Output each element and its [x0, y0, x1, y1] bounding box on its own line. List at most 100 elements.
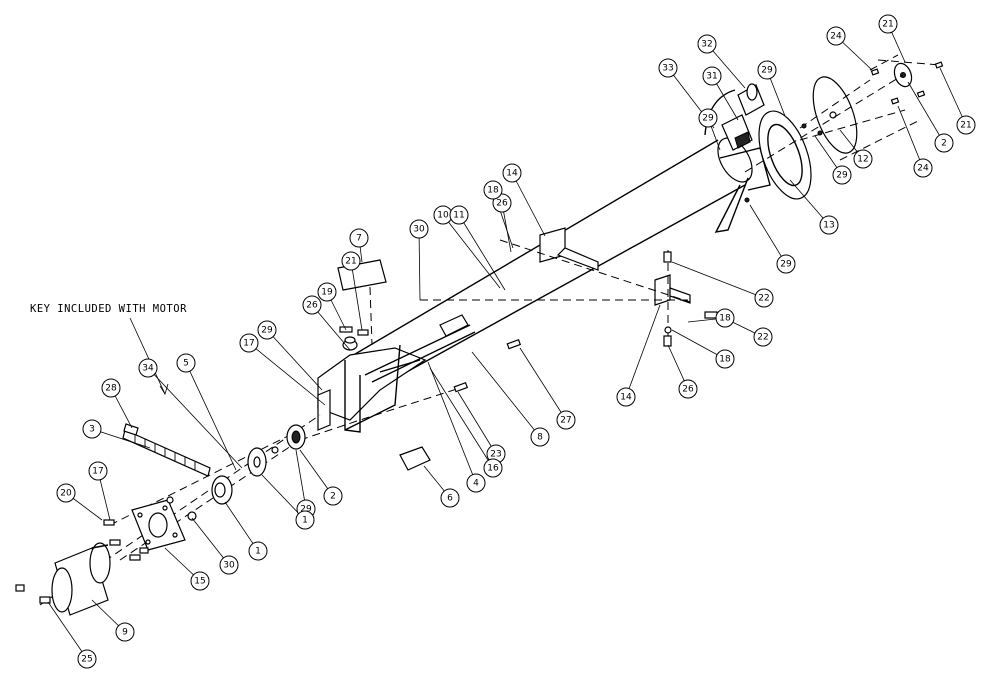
callout-balloon — [82, 419, 102, 439]
callout-leader — [519, 347, 567, 421]
callout-balloon — [317, 282, 337, 302]
callout-balloon — [115, 622, 135, 642]
callout-balloon — [302, 295, 322, 315]
gear-motor-top — [704, 83, 765, 151]
callout-leader — [897, 105, 924, 169]
callout-balloon — [853, 149, 873, 169]
callout-balloon — [295, 510, 315, 530]
auger-tube — [344, 137, 771, 396]
callout-number: 15 — [194, 577, 205, 587]
end-plate — [812, 76, 858, 154]
spring-clip — [339, 326, 369, 351]
callout-number: 3 — [89, 425, 95, 435]
callout-number: 27 — [560, 416, 571, 426]
callout-number: 1 — [302, 516, 308, 526]
callout-number: 26 — [306, 301, 318, 311]
callout-balloon — [715, 349, 735, 369]
callout-balloon — [754, 288, 774, 308]
callout-number: 14 — [506, 169, 518, 179]
callout-leader — [185, 362, 237, 471]
motor-mount-plate — [131, 499, 186, 551]
callout-number: 24 — [830, 32, 842, 42]
callout-balloon — [449, 205, 469, 225]
callout-number: 30 — [413, 225, 425, 235]
callout-number: 6 — [447, 494, 453, 504]
callout-balloon — [219, 555, 239, 575]
callout-balloon — [702, 66, 722, 86]
callout-balloon — [466, 473, 486, 493]
callout-leader — [266, 329, 323, 391]
callout-number: 19 — [321, 288, 333, 298]
callout-balloon — [101, 378, 121, 398]
callout-balloon — [248, 541, 268, 561]
callout-leader — [907, 81, 945, 144]
callout-balloon — [239, 333, 259, 353]
hopper-shield — [399, 446, 431, 471]
callout-balloon — [697, 34, 717, 54]
callout-balloon — [483, 458, 503, 478]
callout-leader — [427, 361, 477, 484]
callout-number: 26 — [682, 385, 694, 395]
callout-number: 10 — [437, 211, 449, 221]
callout-balloon — [138, 358, 158, 378]
callout-balloon — [530, 427, 550, 447]
callout-number: 32 — [701, 40, 712, 50]
callout-balloon — [341, 251, 361, 271]
callout-balloon — [616, 387, 636, 407]
callout-balloon — [349, 228, 369, 248]
callout-balloon — [88, 461, 108, 481]
callout-balloon — [483, 180, 503, 200]
callout-balloon — [698, 108, 718, 128]
callout-number: 2 — [941, 139, 947, 149]
callout-balloon — [56, 483, 76, 503]
callout-leader — [429, 367, 494, 469]
callout-leader — [625, 304, 661, 398]
support-bracket-lower — [654, 250, 718, 347]
callout-balloon — [440, 488, 460, 508]
callout-leader — [295, 449, 307, 510]
callout-balloon — [323, 486, 343, 506]
callout-balloon — [956, 115, 976, 135]
callout-leader — [671, 329, 726, 360]
callout-number: 28 — [105, 384, 117, 394]
callout-number: 29 — [761, 66, 773, 76]
callout-leader — [191, 517, 230, 566]
callout-balloon — [776, 254, 796, 274]
callout-leader — [91, 428, 151, 449]
callout-number: 18 — [487, 186, 499, 196]
callout-leader — [248, 342, 326, 406]
driven-sprocket — [247, 447, 267, 477]
callout-balloon — [409, 219, 429, 239]
callout-balloon — [878, 14, 898, 34]
drive-motor — [51, 542, 111, 616]
callout-balloon — [715, 308, 735, 328]
callout-number: 5 — [183, 359, 189, 369]
callout-number: 17 — [92, 467, 103, 477]
callout-number: 25 — [81, 655, 92, 665]
support-bracket-top — [539, 227, 599, 271]
callout-number: 29 — [702, 114, 714, 124]
callout-number: 34 — [142, 364, 154, 374]
callout-number: 29 — [300, 505, 312, 515]
callout-number: 29 — [261, 326, 273, 336]
callout-balloon — [934, 133, 954, 153]
callout-number: 21 — [345, 257, 356, 267]
roller-chain — [122, 423, 211, 477]
intake-hopper — [317, 344, 427, 433]
callout-leader — [706, 43, 746, 89]
callout-number: 24 — [917, 164, 929, 174]
callout-number: 31 — [706, 72, 717, 82]
callout-number: 21 — [882, 20, 893, 30]
callout-number: 20 — [60, 489, 72, 499]
callout-balloon — [176, 353, 196, 373]
callout-number: 23 — [490, 450, 501, 460]
callout-number: 33 — [662, 64, 673, 74]
callout-number: 29 — [780, 260, 792, 270]
callout-balloon — [77, 649, 97, 669]
callout-leader — [749, 204, 787, 265]
callout-leader — [442, 214, 501, 289]
callout-number: 29 — [836, 171, 848, 181]
callout-number: 13 — [823, 221, 834, 231]
callout-leader — [458, 214, 506, 291]
